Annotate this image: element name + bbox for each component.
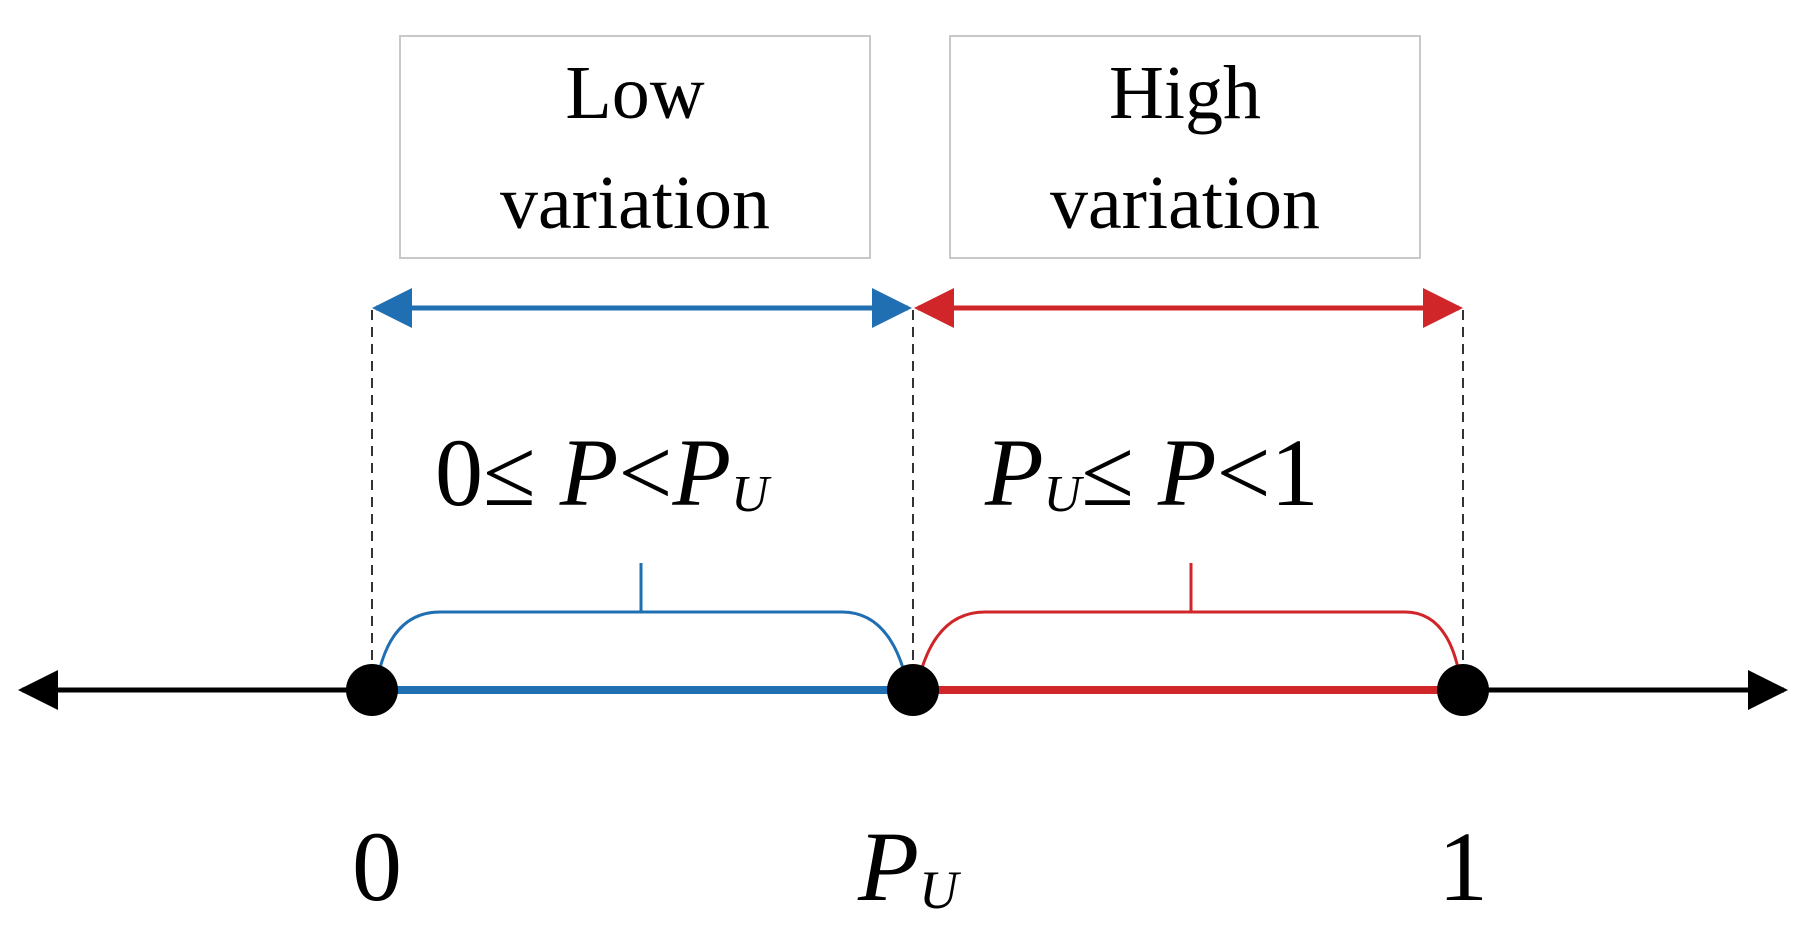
tick-label-zero: 0 [352, 811, 402, 922]
tick-label-pu-main: P [857, 811, 919, 922]
high-range-bound: P [984, 419, 1044, 526]
high-range-brace [920, 563, 1460, 669]
low-range-bound: P [671, 419, 731, 526]
high-variation-box [949, 35, 1421, 259]
point-one [1437, 664, 1489, 716]
low-variation-line1: Low [565, 51, 704, 135]
high-range-space [1134, 419, 1158, 526]
low-range-lt: < [618, 419, 672, 526]
high-variation-line1: High [1109, 51, 1261, 135]
high-range-leq: ≤ [1081, 419, 1134, 526]
high-variation-line2: variation [1050, 161, 1320, 245]
tick-label-one: 1 [1438, 811, 1488, 922]
low-variation-box [399, 35, 871, 259]
point-zero [346, 664, 398, 716]
high-range-var: P [1157, 419, 1217, 526]
high-range-expression: PU≤ P<1 [984, 419, 1319, 526]
tick-label-pu: PU [857, 811, 961, 922]
low-range-space [536, 419, 560, 526]
tick-label-pu-sub: U [919, 860, 961, 920]
high-range-tail: 1 [1271, 419, 1319, 526]
high-range-lt: < [1217, 419, 1271, 526]
point-pu [887, 664, 939, 716]
low-range-leq: ≤ [483, 419, 536, 526]
low-range-lead: 0 [435, 419, 483, 526]
low-range-var: P [559, 419, 619, 526]
high-range-bound-sub: U [1044, 466, 1085, 523]
low-variation-line2: variation [500, 161, 770, 245]
low-range-brace [378, 563, 905, 669]
low-range-expression: 0≤ P<PU [435, 419, 772, 526]
low-range-bound-sub: U [731, 466, 772, 523]
